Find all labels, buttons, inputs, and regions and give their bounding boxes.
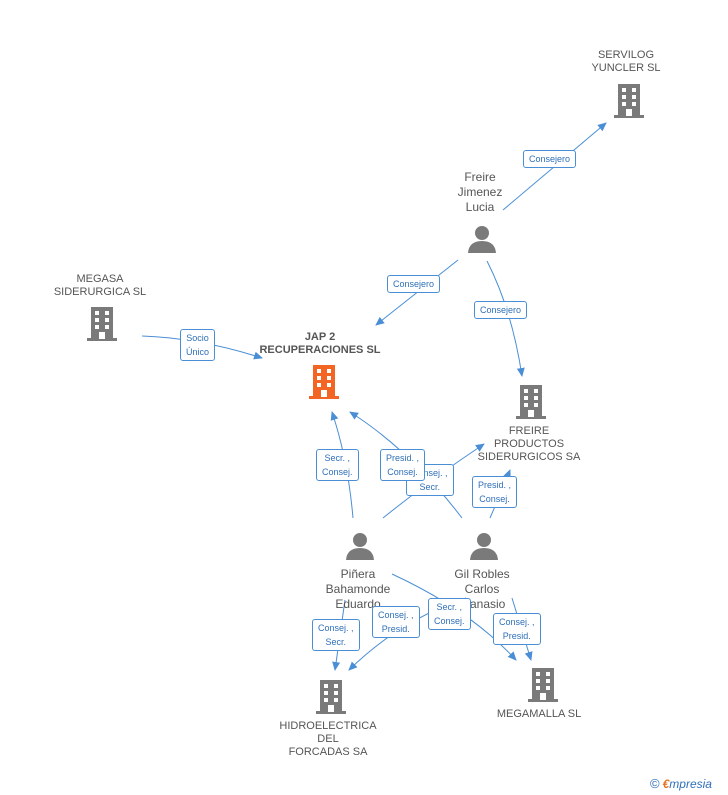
company-label-servilog[interactable]: SERVILOG YUNCLER SL xyxy=(591,49,661,74)
company-label-freire-productos[interactable]: FREIRE PRODUCTOS SIDERURGICOS SA xyxy=(477,425,581,463)
company-label-jap2[interactable]: JAP 2 RECUPERACIONES SL xyxy=(259,331,381,356)
edge-label-pinera-jap2[interactable]: Secr. , Consej. xyxy=(316,449,359,481)
edge-label-pinera-freire[interactable]: Consej. , Secr. xyxy=(406,464,454,496)
edge-label-gil-jap2[interactable]: Presid. , Consej. xyxy=(380,449,426,481)
edge-label-gil-freire[interactable]: Presid. , Consej. xyxy=(472,476,518,508)
person-label-pinera[interactable]: Piñera Bahamonde Eduardo xyxy=(325,567,391,611)
edge-label-lucia-jap2[interactable]: Consejero xyxy=(387,275,441,293)
edge-label-gil-megamalla[interactable]: Consej. , Presid. xyxy=(493,613,541,645)
company-label-hidroelectrica[interactable]: HIDROELECTRICA DEL FORCADAS SA xyxy=(279,720,377,758)
edge-label-pinera-megamalla[interactable]: Secr. , Consej. xyxy=(428,598,471,630)
copyright-icon: © xyxy=(650,776,660,791)
building-icon[interactable] xyxy=(316,680,346,719)
company-label-megamalla[interactable]: MEGAMALLA SL xyxy=(496,708,582,720)
building-icon[interactable] xyxy=(528,668,558,707)
brand-logo-e: € xyxy=(662,777,670,791)
building-icon[interactable] xyxy=(308,365,340,404)
person-label-freire-lucia[interactable]: Freire Jimenez Lucia xyxy=(457,170,503,214)
building-icon[interactable] xyxy=(516,385,546,424)
brand-footer[interactable]: ©€mpresia xyxy=(650,776,712,791)
edge-label-pinera-hidro[interactable]: Consej. , Secr. xyxy=(312,619,360,651)
building-icon[interactable] xyxy=(614,84,644,123)
edge-label-megasa-jap2[interactable]: Socio Único xyxy=(180,329,216,361)
edge-label-lucia-freire[interactable]: Consejero xyxy=(474,301,528,319)
person-icon[interactable] xyxy=(470,532,498,565)
person-icon[interactable] xyxy=(346,532,374,565)
building-icon[interactable] xyxy=(87,307,117,346)
edge-label-lucia-servilog[interactable]: Consejero xyxy=(523,150,577,168)
person-icon[interactable] xyxy=(468,225,496,258)
edge-label-gil-hidro[interactable]: Consej. , Presid. xyxy=(372,606,420,638)
brand-logo-text: mpresia xyxy=(669,777,712,791)
company-label-megasa[interactable]: MEGASA SIDERURGICA SL xyxy=(53,273,147,298)
